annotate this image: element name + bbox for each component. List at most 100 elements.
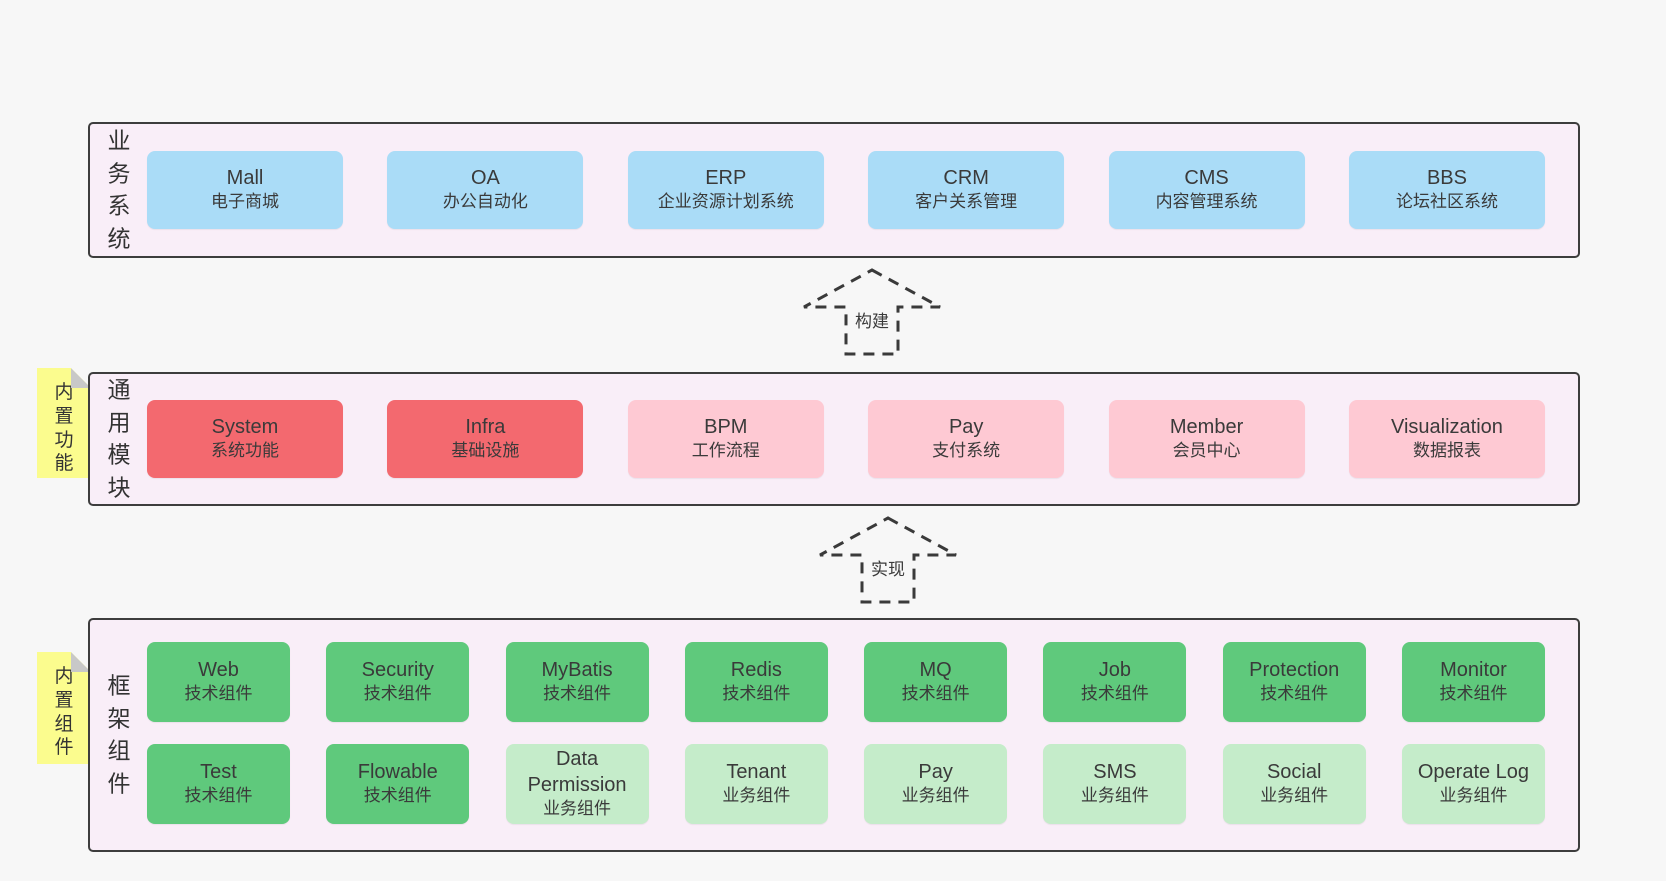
box-title: BPM	[704, 415, 748, 438]
box-social: Social 业务组件	[1222, 744, 1366, 824]
box-test: Test 技术组件	[147, 744, 290, 824]
box-title: Pay	[918, 760, 953, 783]
box-pay: Pay 支付系统	[868, 400, 1065, 478]
up-arrow-shape	[819, 516, 957, 604]
box-subtitle: 技术组件	[543, 684, 612, 704]
box-security: Security 技术组件	[326, 642, 470, 722]
box-tenant: Tenant 业务组件	[684, 744, 828, 824]
box-subtitle: 会员中心	[1172, 441, 1241, 461]
band-common-modules: 通用模块 System 系统功能 Infra 基础设施 BPM 工作流程 Pay…	[88, 372, 1580, 506]
box-pay-component: Pay 业务组件	[864, 744, 1008, 824]
box-subtitle: 技术组件	[1439, 684, 1508, 704]
box-subtitle: 技术组件	[722, 684, 791, 704]
box-subtitle: 电子商城	[211, 192, 279, 212]
box-subtitle: 业务组件	[722, 786, 791, 806]
box-title: Protection	[1249, 658, 1340, 681]
box-title: Data Permission	[527, 747, 627, 796]
box-redis: Redis 技术组件	[684, 642, 828, 722]
sticky-note-built-in-features: 内置功能	[37, 368, 91, 478]
band-components-row-1: Web 技术组件 Security 技术组件 MyBatis 技术组件 Redi…	[147, 642, 1545, 722]
box-subtitle: 技术组件	[184, 684, 253, 704]
box-system: System 系统功能	[147, 400, 343, 478]
box-subtitle: 业务组件	[1080, 786, 1149, 806]
box-subtitle: 论坛社区系统	[1395, 192, 1498, 212]
box-infra: Infra 基础设施	[387, 400, 584, 478]
band-modules-row: System 系统功能 Infra 基础设施 BPM 工作流程 Pay 支付系统…	[147, 374, 1545, 504]
box-cms: CMS 内容管理系统	[1108, 151, 1305, 229]
band-components-row-2: Test 技术组件 Flowable 技术组件 Data Permission …	[147, 744, 1545, 824]
band-framework-components: 框架组件 Web 技术组件 Security 技术组件 MyBatis 技术组件…	[88, 618, 1580, 852]
box-title: Redis	[730, 658, 782, 681]
box-subtitle: 内容管理系统	[1155, 192, 1258, 212]
box-subtitle: 技术组件	[901, 684, 970, 704]
box-mall: Mall 电子商城	[147, 151, 343, 229]
box-sms: SMS 业务组件	[1043, 744, 1187, 824]
box-subtitle: 技术组件	[363, 684, 432, 704]
arrow-label-implement: 实现	[867, 554, 909, 581]
box-erp: ERP 企业资源计划系统	[627, 151, 824, 229]
band-business-systems: 业务系统 Mall 电子商城 OA 办公自动化 ERP 企业资源计划系统 CRM…	[88, 122, 1580, 258]
up-arrow-shape	[803, 268, 941, 356]
box-subtitle: 业务组件	[543, 799, 612, 819]
arrow-label-build: 构建	[851, 306, 893, 333]
box-title: Test	[200, 760, 237, 783]
box-title: CMS	[1184, 166, 1229, 189]
box-subtitle: 支付系统	[932, 441, 1001, 461]
box-monitor: Monitor 技术组件	[1401, 642, 1545, 722]
box-operate-log: Operate Log 业务组件	[1401, 744, 1545, 824]
box-title: Operate Log	[1417, 760, 1530, 783]
box-subtitle: 技术组件	[1080, 684, 1149, 704]
box-title: System	[211, 415, 279, 438]
box-subtitle: 系统功能	[211, 441, 279, 461]
box-title: MyBatis	[541, 658, 613, 681]
up-arrow-implement: 实现	[818, 516, 958, 604]
box-bbs: BBS 论坛社区系统	[1348, 151, 1545, 229]
box-subtitle: 企业资源计划系统	[657, 192, 794, 212]
box-web: Web 技术组件	[147, 642, 290, 722]
box-title: Security	[361, 658, 434, 681]
box-title: Pay	[948, 415, 984, 438]
box-job: Job 技术组件	[1043, 642, 1187, 722]
box-title: Visualization	[1390, 415, 1503, 438]
box-member: Member 会员中心	[1108, 400, 1305, 478]
box-subtitle: 基础设施	[451, 441, 520, 461]
note-text: 内置组件	[54, 666, 74, 759]
box-title: Web	[198, 658, 239, 681]
box-subtitle: 技术组件	[1260, 684, 1329, 704]
box-title: Tenant	[726, 760, 787, 783]
band-label-common-modules: 通用模块	[107, 376, 131, 501]
box-subtitle: 工作流程	[691, 441, 760, 461]
box-mq: MQ 技术组件	[864, 642, 1008, 722]
box-title: MQ	[919, 658, 952, 681]
box-mybatis: MyBatis 技术组件	[505, 642, 649, 722]
box-title: SMS	[1093, 760, 1137, 783]
box-subtitle: 业务组件	[1260, 786, 1329, 806]
up-arrow-build: 构建	[802, 268, 942, 356]
box-subtitle: 业务组件	[1439, 786, 1508, 806]
box-subtitle: 办公自动化	[442, 192, 528, 212]
box-title: CRM	[943, 166, 989, 189]
box-bpm: BPM 工作流程	[627, 400, 824, 478]
box-protection: Protection 技术组件	[1222, 642, 1366, 722]
box-title: Monitor	[1440, 658, 1507, 681]
box-title: BBS	[1426, 166, 1467, 189]
box-title: Member	[1169, 415, 1244, 438]
band-business-row: Mall 电子商城 OA 办公自动化 ERP 企业资源计划系统 CRM 客户关系…	[147, 124, 1545, 256]
box-oa: OA 办公自动化	[387, 151, 584, 229]
sticky-note-built-in-components: 内置组件	[37, 652, 91, 764]
box-subtitle: 技术组件	[363, 786, 432, 806]
band-label-business-systems: 业务系统	[107, 127, 131, 252]
box-subtitle: 客户关系管理	[915, 192, 1018, 212]
band-label-framework-components: 框架组件	[107, 672, 131, 797]
box-title: OA	[470, 166, 500, 189]
box-title: Mall	[226, 166, 264, 189]
box-data-permission: Data Permission 业务组件	[505, 744, 649, 824]
box-title: Job	[1098, 658, 1132, 681]
box-crm: CRM 客户关系管理	[868, 151, 1065, 229]
box-flowable: Flowable 技术组件	[326, 744, 470, 824]
box-subtitle: 技术组件	[184, 786, 253, 806]
note-text: 内置功能	[54, 382, 74, 475]
box-subtitle: 业务组件	[901, 786, 970, 806]
box-title: Flowable	[357, 760, 438, 783]
box-subtitle: 数据报表	[1412, 441, 1481, 461]
